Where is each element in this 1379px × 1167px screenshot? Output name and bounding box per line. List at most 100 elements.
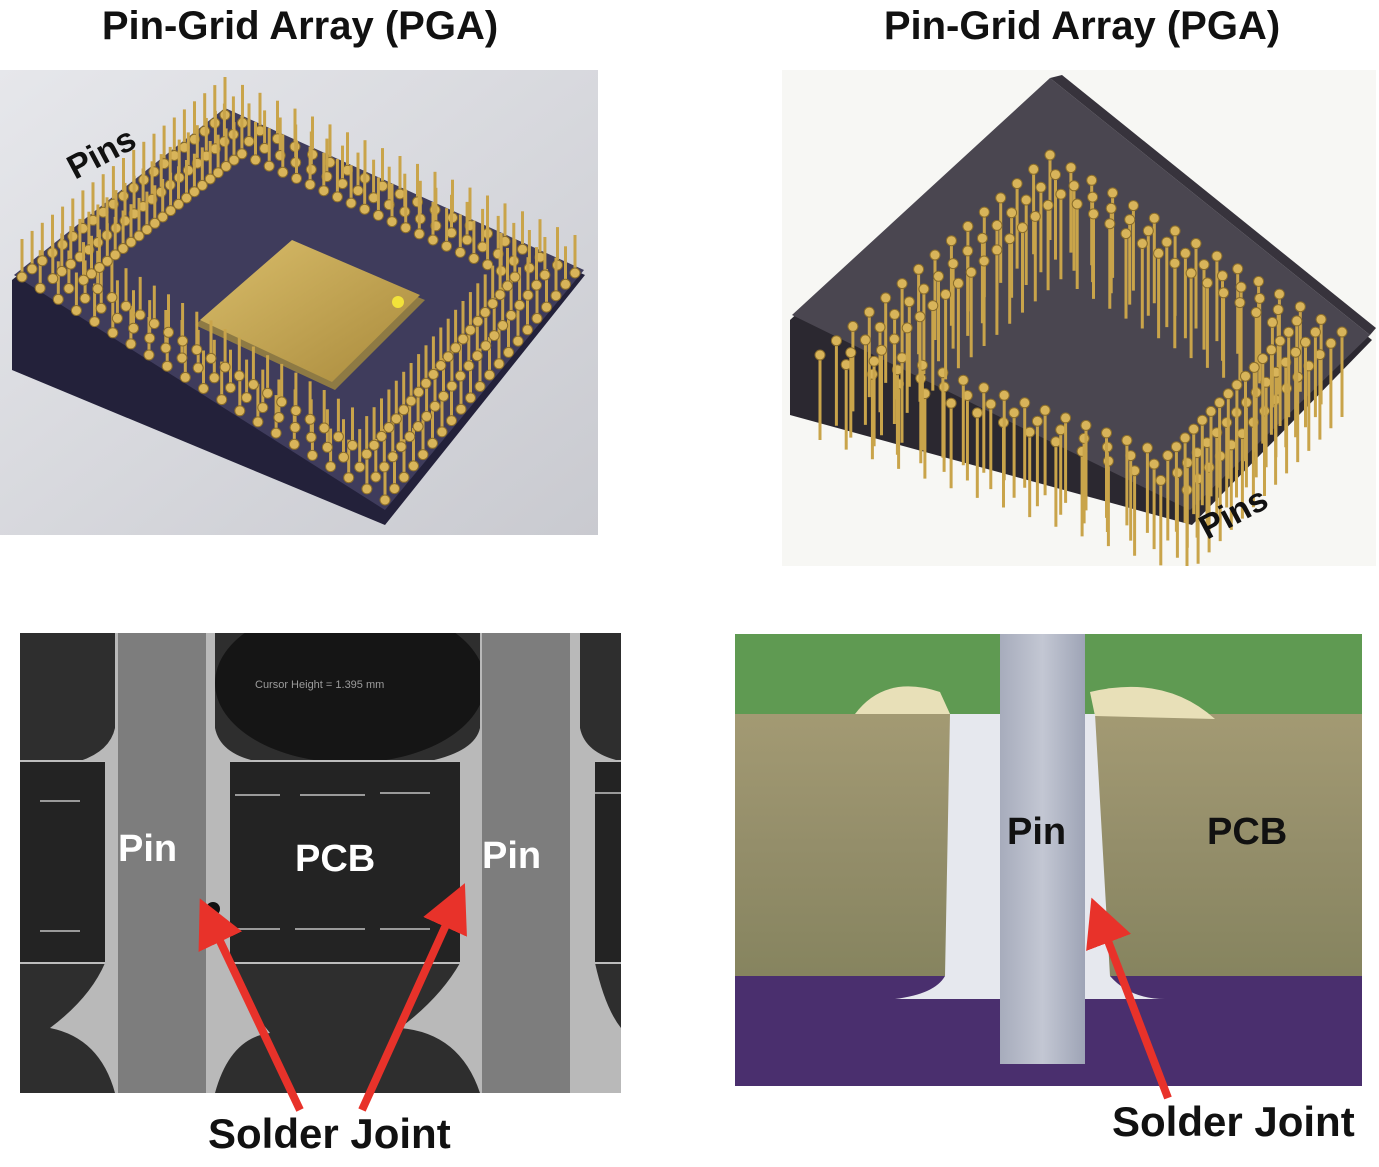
- pin: [304, 381, 316, 425]
- pin: [1120, 228, 1132, 319]
- pin: [47, 240, 59, 285]
- pin: [933, 270, 944, 362]
- pin: [1188, 423, 1200, 515]
- pin: [205, 320, 217, 364]
- pin: [450, 309, 462, 354]
- pin: [372, 177, 384, 221]
- pin: [1008, 407, 1020, 498]
- pin: [1231, 379, 1243, 470]
- pin: [945, 235, 957, 326]
- pin: [1050, 169, 1061, 260]
- pin: [361, 416, 373, 460]
- pin: [454, 338, 466, 382]
- pin: [477, 208, 489, 253]
- pin: [1088, 208, 1099, 299]
- pin: [78, 242, 89, 286]
- pin: [1336, 326, 1348, 417]
- pin: [569, 235, 581, 279]
- pin: [1004, 233, 1016, 324]
- pin: [888, 333, 900, 424]
- pin: [1205, 405, 1217, 497]
- pin: [352, 152, 364, 197]
- pin: [149, 185, 161, 229]
- pcb-cross-section-illustration: Pin PCB: [735, 634, 1362, 1086]
- pin: [291, 140, 302, 184]
- xray-illustration: Cursor Height = 1.395 mm Pin PCB Pin: [20, 633, 621, 1093]
- pin: [56, 233, 68, 277]
- pin: [859, 334, 871, 425]
- pin: [487, 265, 499, 310]
- pin: [482, 226, 494, 271]
- pin: [93, 229, 105, 273]
- pin-label-left: Pin: [118, 828, 177, 870]
- pin: [945, 397, 957, 489]
- pin: [318, 152, 330, 197]
- pin: [1283, 326, 1295, 418]
- pin: [901, 322, 913, 413]
- pin: [181, 160, 192, 204]
- pin: [257, 369, 269, 414]
- pin: [1039, 404, 1051, 496]
- pin: [493, 325, 505, 370]
- pin: [847, 320, 859, 412]
- title-left: Pin-Grid Array (PGA): [101, 4, 499, 48]
- pin: [1314, 349, 1326, 440]
- pin: [163, 294, 174, 338]
- pin: [191, 311, 203, 356]
- pin: [952, 277, 964, 369]
- pin: [359, 171, 371, 215]
- pin: [252, 383, 264, 428]
- pin: [395, 408, 407, 453]
- pin: [845, 347, 857, 438]
- pin: [1035, 181, 1047, 273]
- pin: [1042, 199, 1054, 291]
- pin: [417, 416, 429, 461]
- pin: [531, 280, 543, 324]
- pin: [1170, 441, 1182, 532]
- pin: [464, 292, 476, 336]
- pin: [427, 336, 439, 380]
- pin: [502, 247, 513, 292]
- pin: [219, 329, 231, 373]
- pin: [233, 337, 245, 382]
- pin: [173, 166, 184, 210]
- pin: [1248, 361, 1260, 453]
- pin: [1162, 450, 1174, 541]
- pin: [914, 311, 926, 402]
- pin: [1142, 225, 1154, 316]
- pin: [420, 345, 432, 389]
- pin: [978, 255, 990, 346]
- pin: [413, 354, 425, 398]
- pin: [383, 389, 395, 433]
- pin: [196, 147, 208, 191]
- pin: [957, 374, 969, 466]
- pin: [814, 349, 826, 440]
- pin: [947, 258, 959, 349]
- pin: [1190, 238, 1202, 329]
- pin: [961, 390, 973, 481]
- pin: [70, 272, 82, 316]
- pin: [1029, 210, 1041, 302]
- pin: [318, 390, 330, 434]
- pin: [405, 363, 417, 407]
- pin: [276, 363, 288, 408]
- pin: [976, 232, 988, 324]
- pin: [461, 201, 473, 246]
- pin: [1031, 415, 1043, 507]
- pin: [1080, 419, 1092, 511]
- pcb-cross-section-photo: Pin PCB: [735, 634, 1362, 1086]
- pin: [241, 359, 253, 404]
- pin: [929, 249, 941, 340]
- pin: [427, 405, 438, 449]
- pin: [927, 300, 939, 391]
- pin: [188, 153, 200, 198]
- pin: [228, 122, 240, 166]
- pin: [1290, 346, 1302, 438]
- pin: [368, 407, 380, 451]
- pin: [479, 274, 491, 318]
- pcb-label-left-panel: PCB: [295, 838, 375, 880]
- pin: [1300, 336, 1311, 428]
- pin: [550, 257, 562, 302]
- pin: [120, 268, 132, 312]
- pin: [277, 134, 289, 178]
